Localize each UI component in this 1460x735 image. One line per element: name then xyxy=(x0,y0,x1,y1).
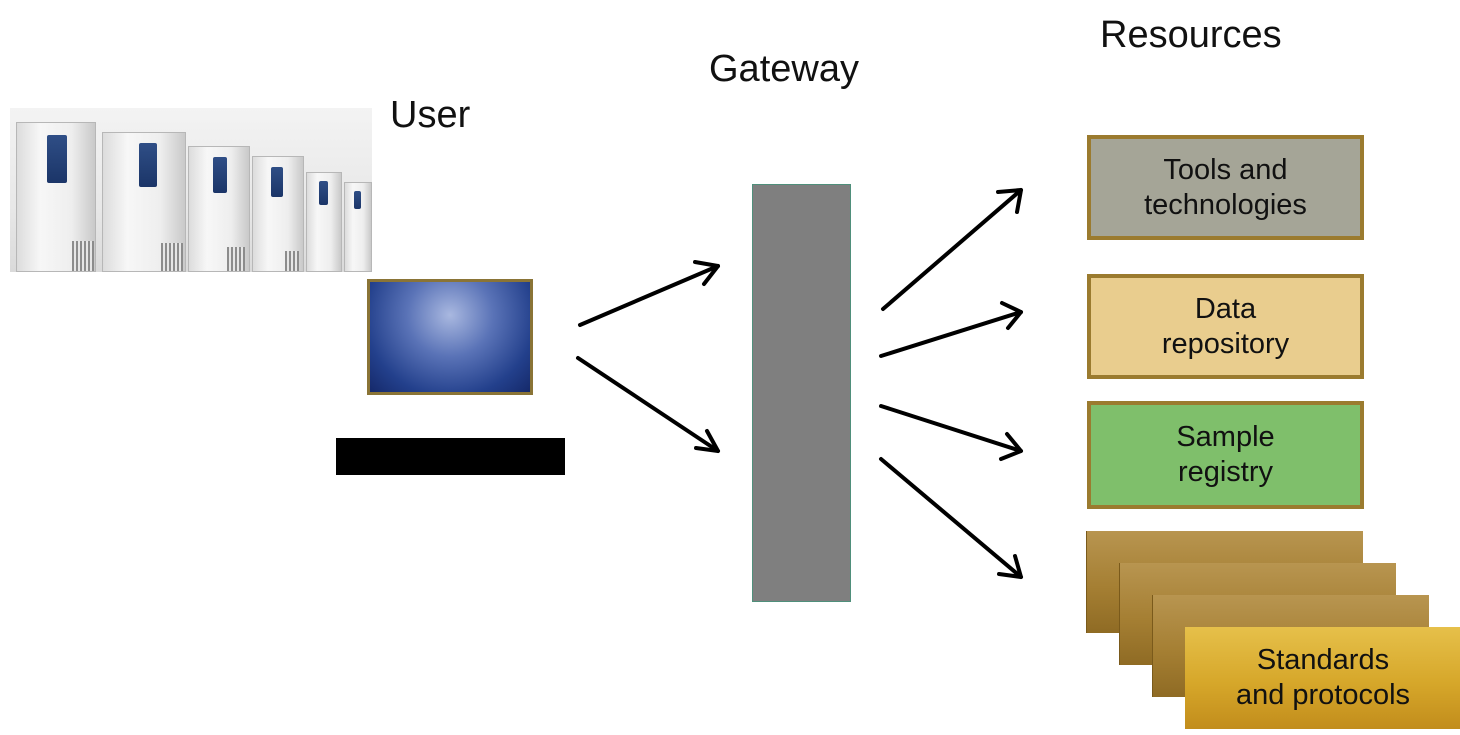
gateway-bar xyxy=(752,184,851,602)
arrow-gateway-to-standards xyxy=(879,457,1023,579)
monitor-icon xyxy=(367,279,533,395)
resource-label-line: Data xyxy=(1194,292,1257,325)
resources-title: Resources xyxy=(1100,14,1282,56)
resource-tools-and-technologies: Tools and technologies xyxy=(1087,135,1364,240)
freezer-photo xyxy=(10,108,372,272)
resource-label-line: and protocols xyxy=(1235,679,1411,711)
resource-label: Sample registry xyxy=(1176,420,1274,490)
resource-sample-registry: Sample registry xyxy=(1087,401,1364,509)
resource-label-line: Tools and xyxy=(1163,153,1288,186)
gateway-title: Gateway xyxy=(709,48,859,90)
resource-label-line: technologies xyxy=(1144,188,1307,221)
user-title: User xyxy=(390,94,471,136)
resource-label: Standards and protocols xyxy=(1236,643,1410,713)
resource-data-repository: Data repository xyxy=(1087,274,1364,379)
resource-label-line: registry xyxy=(1177,456,1274,488)
arrow-gateway-to-sample xyxy=(879,404,1023,461)
resource-label-line: Sample xyxy=(1176,421,1275,454)
arrow-gateway-to-tools xyxy=(881,188,1023,311)
resource-label-line: Standards xyxy=(1256,644,1390,677)
resource-standards-and-protocols: Standards and protocols xyxy=(1185,627,1460,729)
resource-label: Data repository xyxy=(1162,292,1289,362)
arrow-user-to-gateway-lower xyxy=(576,356,720,453)
resource-label: Tools and technologies xyxy=(1144,153,1307,223)
arrow-user-to-gateway-upper xyxy=(578,260,720,327)
arrow-gateway-to-data xyxy=(879,301,1023,358)
keyboard-icon xyxy=(336,438,565,475)
resource-label-line: repository xyxy=(1161,327,1290,360)
